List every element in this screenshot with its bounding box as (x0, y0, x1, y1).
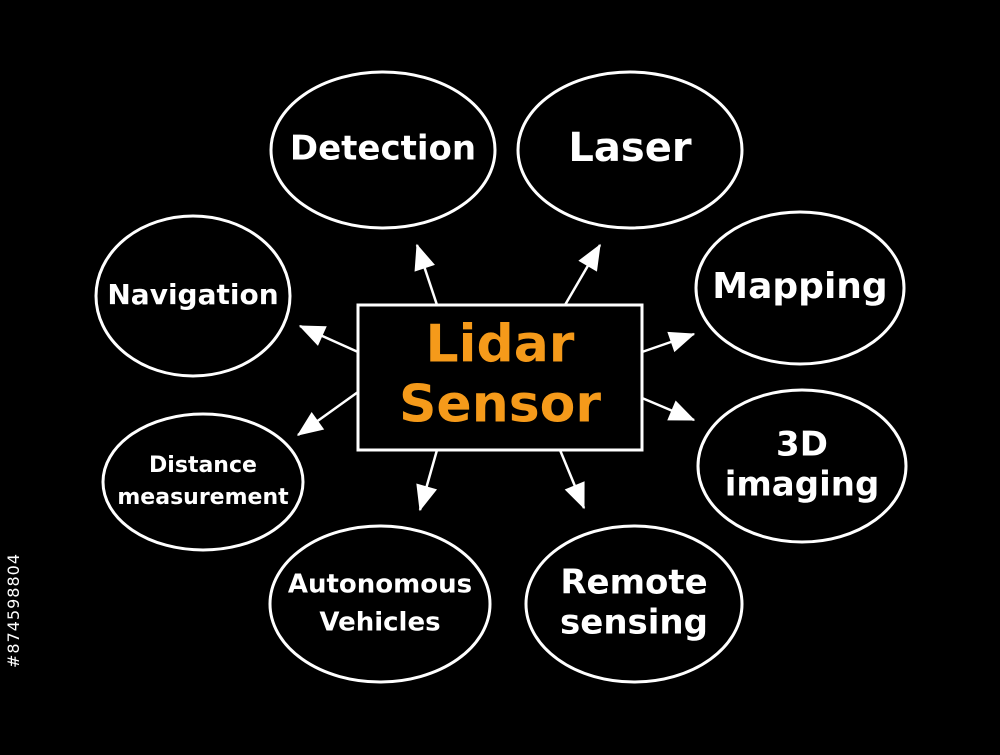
node-label-distance-measurement-line-2: measurement (117, 485, 289, 510)
arrow-imaging (641, 396, 696, 422)
node-detection: Detection (269, 70, 497, 230)
arrow-head-mapping (667, 331, 696, 353)
node-laser: Laser (516, 70, 744, 230)
node-label-autonomous-vehicles-line-2: Vehicles (319, 608, 440, 638)
arrow-distance-measurement (296, 390, 359, 437)
node-outline-remote-sensing (524, 524, 744, 684)
arrow-detection (414, 243, 439, 306)
node-label-autonomous-vehicles-line-1: Autonomous (288, 570, 472, 600)
node-label-detection-line-1: Detection (290, 129, 476, 169)
node-label-mapping-line-1: Mapping (712, 266, 887, 307)
stock-id-watermark: #874598804 (4, 552, 23, 668)
central-topic-box (356, 303, 644, 452)
central-topic-label-line-2: Sensor (399, 375, 601, 435)
node-outline-distance-measurement (101, 412, 305, 552)
node-label-imaging-line-2: imaging (725, 465, 880, 505)
node-label-distance-measurement-line-1: Distance (149, 453, 257, 478)
arrow-navigation (298, 324, 359, 354)
central-topic-label-line-1: Lidar (426, 315, 575, 375)
node-outline-autonomous-vehicles (268, 524, 492, 684)
arrow-head-imaging (667, 400, 696, 421)
arrow-autonomous-vehicles (416, 449, 439, 512)
arrow-remote-sensing (558, 449, 586, 510)
arrow-laser (563, 243, 602, 306)
node-label-navigation-line-1: Navigation (107, 278, 278, 311)
arrow-head-laser (578, 243, 601, 272)
node-outline-navigation (94, 214, 292, 378)
node-navigation: Navigation (94, 214, 292, 378)
arrow-head-remote-sensing (564, 481, 585, 510)
node-outline-detection (269, 70, 497, 230)
node-outline-laser (516, 70, 744, 230)
node-distance-measurement: Distance measurement (101, 412, 305, 552)
arrow-head-distance-measurement (296, 411, 325, 436)
arrow-head-detection (414, 243, 435, 272)
node-mapping: Mapping (694, 210, 906, 366)
node-label-remote-sensing-line-1: Remote (560, 563, 707, 603)
node-label-imaging-line-1: 3D (776, 425, 828, 465)
node-label-remote-sensing-line-2: sensing (560, 603, 708, 643)
arrow-head-navigation (298, 325, 327, 346)
node-label-laser-line-1: Laser (568, 125, 691, 171)
connector-arrows (296, 243, 696, 512)
arrow-head-autonomous-vehicles (416, 483, 438, 512)
node-outline-mapping (694, 210, 906, 366)
node-outline-imaging (696, 388, 908, 544)
arrow-mapping (641, 331, 696, 354)
